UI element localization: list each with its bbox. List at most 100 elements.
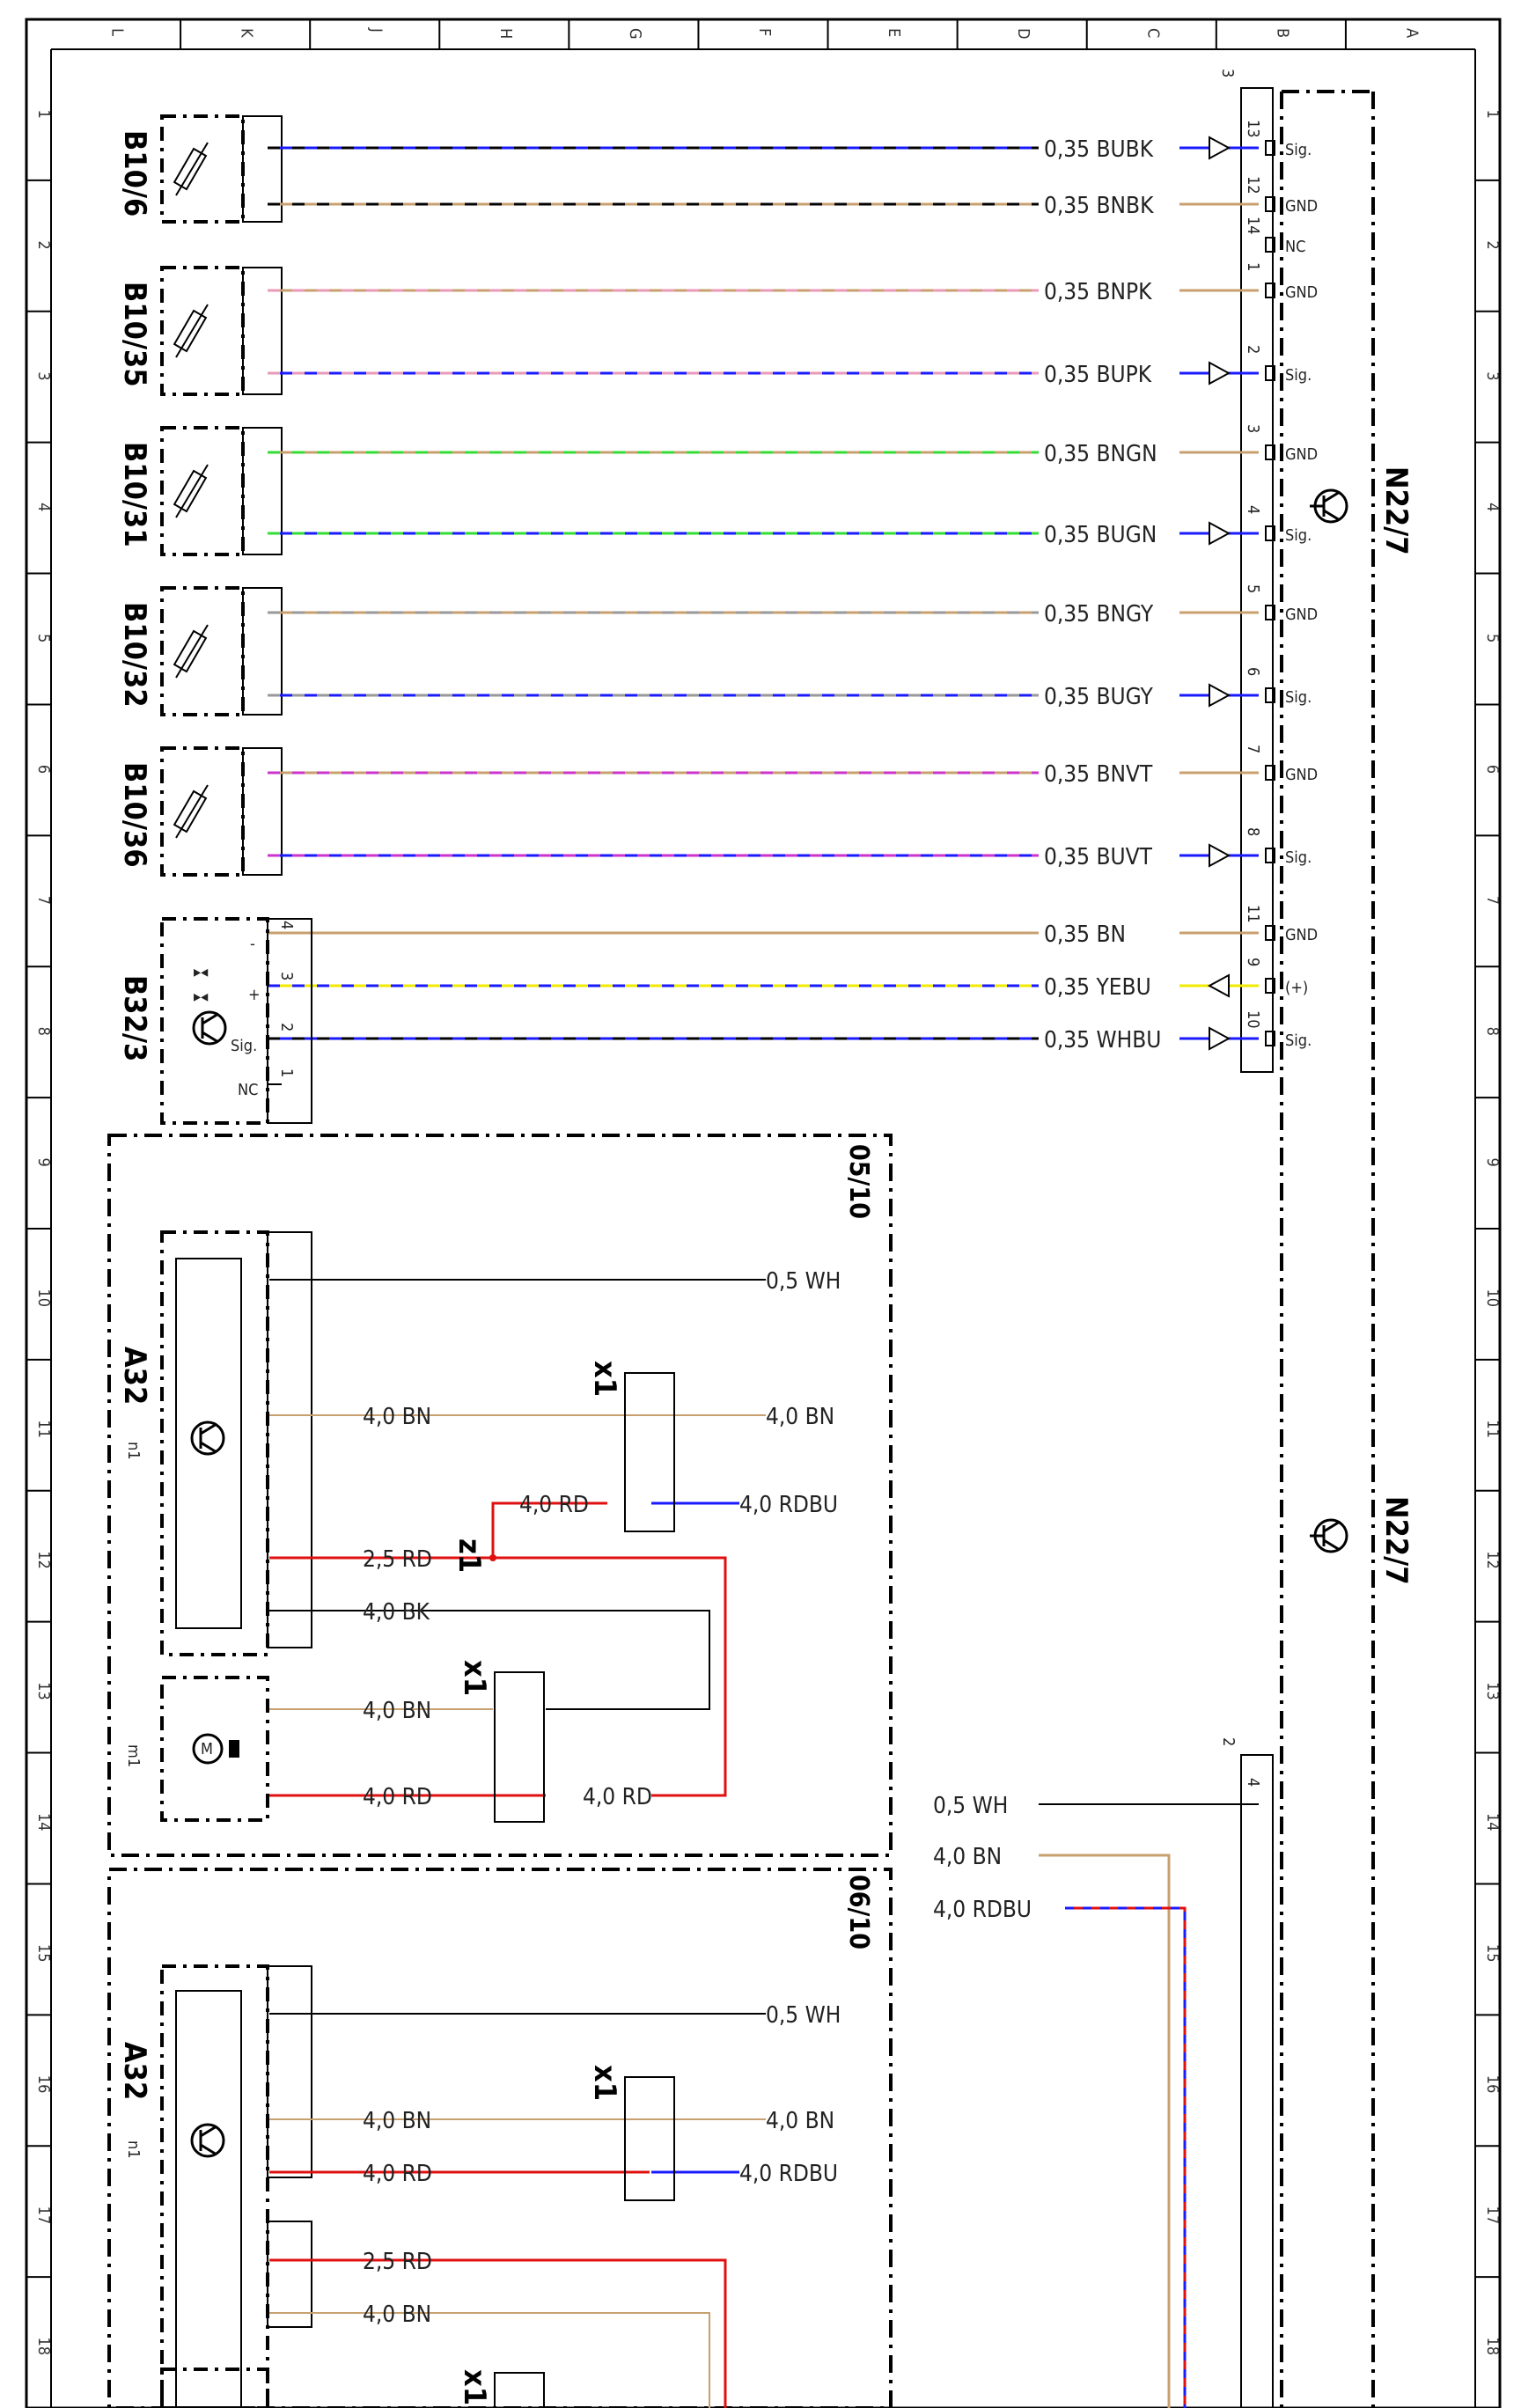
sensor-connector <box>242 267 283 395</box>
row-label-right: 11 <box>1483 1420 1502 1438</box>
wire-label: 0,35 BNGN <box>1044 441 1157 467</box>
a32-bottom-transistor-icon <box>190 2123 225 2158</box>
column-label: G <box>626 28 644 40</box>
row-label-right: 7 <box>1483 896 1502 905</box>
row-label-left: 17 <box>34 2206 53 2225</box>
row-label-right: 14 <box>1483 1813 1502 1832</box>
a32-top-wire-wh: 0,5 WH <box>766 1268 841 1295</box>
row-label-left: 10 <box>34 1288 53 1307</box>
n22-7-label-top: N22/7 <box>1378 466 1414 555</box>
x1-c-label: x1 <box>587 2065 622 2101</box>
sensor-label: B10/6 <box>117 130 152 217</box>
ecu-pin-number: 6 <box>1244 667 1262 676</box>
row-label-left: 2 <box>34 240 53 249</box>
ecu-pin-function: Sig. <box>1285 526 1312 545</box>
row-label-left: 4 <box>34 503 53 511</box>
ecu-pin-number: 3 <box>1244 424 1262 433</box>
ecu-pin-function: GND <box>1285 283 1318 302</box>
x1-b-label: x1 <box>457 1660 492 1696</box>
column-label: C <box>1143 28 1162 38</box>
ecu-pin-number: 10 <box>1244 1010 1262 1029</box>
ecu-pin-socket <box>1265 978 1275 994</box>
a32-bottom-wire-rd: 4,0 RD <box>363 2161 432 2187</box>
row-label-right: 9 <box>1483 1158 1502 1167</box>
ecu-pin-socket <box>1265 1031 1275 1046</box>
ecu-pin-number: 9 <box>1244 958 1262 966</box>
a32-top-wire-bn-b: 4,0 BN <box>766 1404 834 1430</box>
variable-arrow-icon <box>175 142 209 196</box>
row-label-left: 1 <box>34 109 53 118</box>
a32-bottom-wire-rdbu: 4,0 RDBU <box>739 2161 838 2187</box>
ecu-pin-socket <box>1265 848 1275 863</box>
ref-05-10: 05/10 <box>843 1144 874 1219</box>
ecu-pin-number: 5 <box>1244 584 1262 593</box>
signal-arrow-icon <box>1209 361 1231 385</box>
row-label-right: 13 <box>1483 1682 1502 1700</box>
n22-7-transistor-icon-top <box>1310 488 1348 524</box>
ecu-wire-wh: 0,5 WH <box>933 1793 1008 1819</box>
variable-arrow-icon <box>175 304 209 358</box>
ecu-connector-2-number: 2 <box>1219 1737 1238 1746</box>
row-label-left: 11 <box>34 1420 53 1438</box>
b32-3-light-icon: ▸◂ ▸◂ <box>194 963 209 1006</box>
signal-arrow-icon <box>1209 683 1231 708</box>
x1-a-label: x1 <box>587 1361 622 1397</box>
b32-3-transistor-icon <box>192 1010 227 1046</box>
a32-bottom-wire-wh: 0,5 WH <box>766 2002 841 2029</box>
a32-bottom-section: 06/10 A32 n1 <box>107 1868 893 2408</box>
wire-label: 0,35 BUVT <box>1044 844 1153 870</box>
row-label-right: 5 <box>1483 634 1502 642</box>
resistor-icon <box>173 469 208 513</box>
ecu-pin-function: Sig. <box>1285 848 1312 867</box>
sensor-label: B10/32 <box>117 602 152 708</box>
a32-bottom-wire-rd-25: 2,5 RD <box>363 2249 432 2275</box>
variable-arrow-icon <box>175 624 209 679</box>
svg-text:▸◂: ▸◂ <box>194 987 209 1006</box>
signal-arrow-icon <box>1209 136 1231 160</box>
row-label-left: 8 <box>34 1027 53 1036</box>
a32-bottom-wire-bn-b: 4,0 BN <box>766 2108 834 2134</box>
variable-arrow-icon <box>175 464 209 518</box>
ecu-pin-socket <box>1265 140 1275 156</box>
ref-06-10: 06/10 <box>843 1875 874 1949</box>
signal-arrow-icon <box>1209 521 1231 546</box>
ecu-pin-socket <box>1265 605 1275 620</box>
ecu-pin-socket <box>1265 687 1275 703</box>
column-label: E <box>885 28 903 37</box>
signal-arrow-icon <box>1209 843 1231 868</box>
ecu-pin-number: 8 <box>1244 827 1262 836</box>
b32-3-pin-3: 3 <box>277 972 296 980</box>
ecu-pin-function: Sig. <box>1285 141 1312 159</box>
ecu-pin-number: 14 <box>1244 217 1262 235</box>
row-label-right: 3 <box>1483 371 1502 380</box>
resistor-icon <box>173 147 208 191</box>
sensor-connector <box>242 115 283 223</box>
ecu-pin-function: Sig. <box>1285 688 1312 707</box>
b32-3-pin-4: 4 <box>277 921 296 929</box>
b32-3-pin-nc: NC <box>238 1081 258 1099</box>
n1-bottom-label: n1 <box>124 2140 143 2159</box>
wire-label: 0,35 BNVT <box>1044 761 1153 788</box>
row-label-left: 16 <box>34 2075 53 2094</box>
sensor-connector <box>242 747 283 876</box>
b32-3-pin-minus: - <box>250 935 255 953</box>
resistor-icon <box>173 629 208 673</box>
sensor-label: B10/36 <box>117 762 152 868</box>
ecu-pin-socket <box>1265 925 1275 941</box>
resistor-icon <box>173 789 208 833</box>
row-label-left: 9 <box>34 1158 53 1167</box>
ecu-pin-function: (+) <box>1285 979 1308 997</box>
ecu-pin-function: GND <box>1285 766 1318 784</box>
ecu-pin-socket <box>1265 196 1275 212</box>
resistor-icon <box>173 309 208 353</box>
ecu-pin-socket <box>1265 283 1275 298</box>
column-label: F <box>755 28 774 36</box>
a32-top-wire-bn: 4,0 BN <box>363 1404 431 1430</box>
ecu-pin-number: 12 <box>1244 176 1262 195</box>
row-label-right: 16 <box>1483 2075 1502 2094</box>
sensor-box <box>160 586 245 716</box>
column-label: J <box>367 27 386 33</box>
row-label-right: 4 <box>1483 503 1502 511</box>
